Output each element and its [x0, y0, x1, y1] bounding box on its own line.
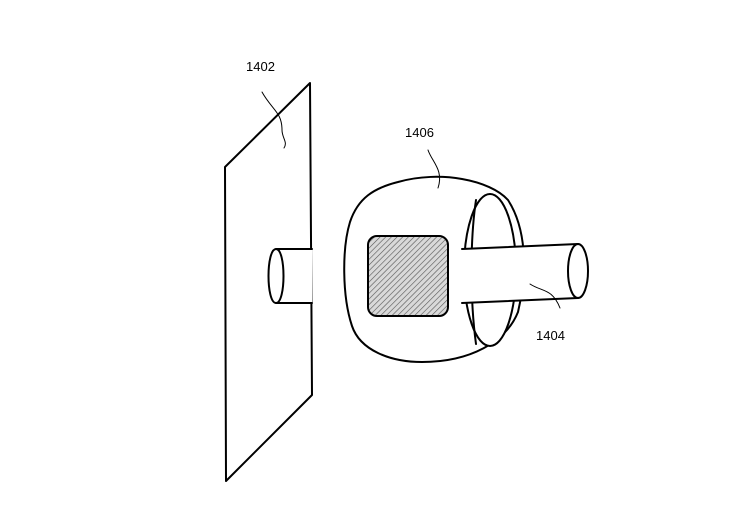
label-panel: 1402: [246, 59, 275, 74]
rod-left-segment: [267, 248, 313, 304]
label-ring: 1406: [405, 125, 434, 140]
leader-line-1406: [427, 149, 441, 189]
ring-face-square: [367, 235, 449, 317]
rod-left-end: [275, 248, 285, 304]
label-rod: 1404: [536, 328, 565, 343]
leader-line-1404: [529, 283, 561, 309]
leader-line-1402: [261, 91, 286, 149]
rod-right-end: [567, 243, 589, 299]
rod-right-segment: [461, 243, 579, 304]
